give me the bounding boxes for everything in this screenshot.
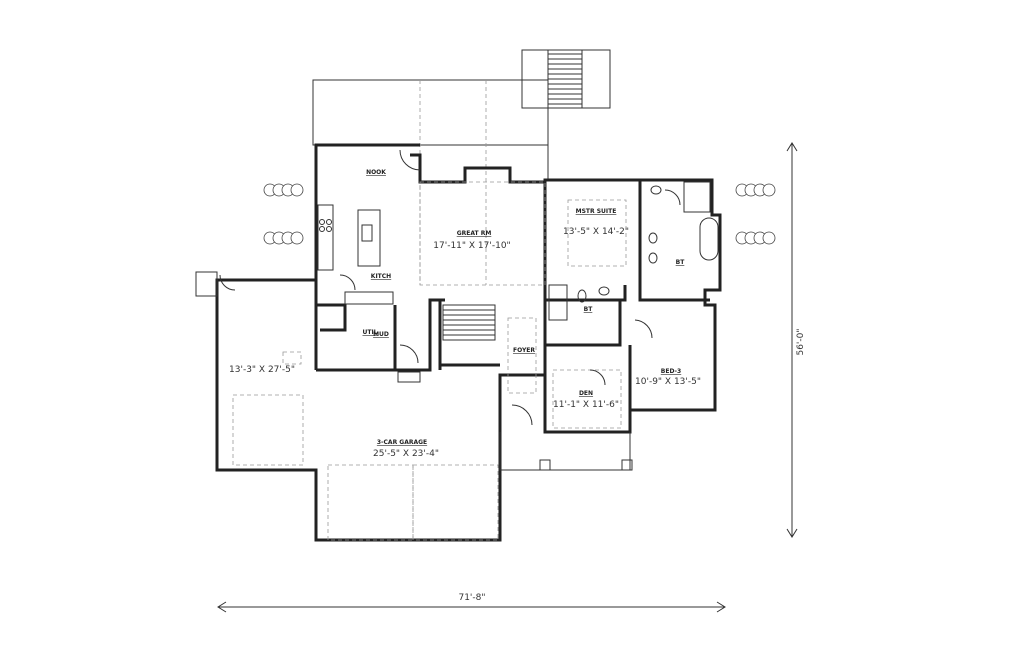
kitchen-counter [317,204,394,305]
room-label-great-room: GREAT RM [457,230,492,237]
ceiling-outlines [232,181,627,541]
kitchen-island [357,209,381,267]
room-label-utility: UTIL [362,329,377,336]
bath-fixtures [548,181,719,321]
exterior-walls [215,143,722,542]
room-label-bath-2: BT [584,306,594,313]
room-size-den: 11'-1" X 11'-6" [553,400,619,410]
room-size-master-suite: 13'-5" X 14'-2" [563,227,629,237]
room-label-nook: NOOK [366,169,386,176]
interior-stairs [442,304,496,341]
deck-stairs [521,49,611,109]
door-swings [219,149,681,426]
landscape-trees [263,183,776,245]
overall-depth-label: 56'-0" [796,328,806,355]
room-size-bed-3: 10'-9" X 13'-5" [635,377,701,387]
interior-walls [314,180,710,432]
room-label-master-bath: BT [676,259,686,266]
front-porch [195,271,633,471]
tree-icon [735,183,776,197]
room-label-garage: 3-CAR GARAGE [377,439,427,446]
room-size-great-room: 17'-11" X 17'-10" [433,241,510,251]
depth-dimension-line [786,142,798,538]
room-label-mud: MUD [373,331,389,338]
room-size-garage: 25'-5" X 23'-4" [373,449,439,459]
overall-width-label: 71'-8" [458,593,485,603]
room-label-kitchen: KITCH [371,273,391,280]
room-label-master-suite: MSTR SUITE [576,208,617,215]
tree-icon [735,231,776,245]
room-label-bed-3: BED-3 [661,368,681,375]
room-size-garage-bay: 13'-3" X 27'-5" [229,365,295,375]
room-label-foyer: FOYER [513,347,535,354]
tree-icon [263,183,304,197]
room-label-den: DEN [579,390,593,397]
tree-icon [263,231,304,245]
width-dimension-line [217,601,726,613]
